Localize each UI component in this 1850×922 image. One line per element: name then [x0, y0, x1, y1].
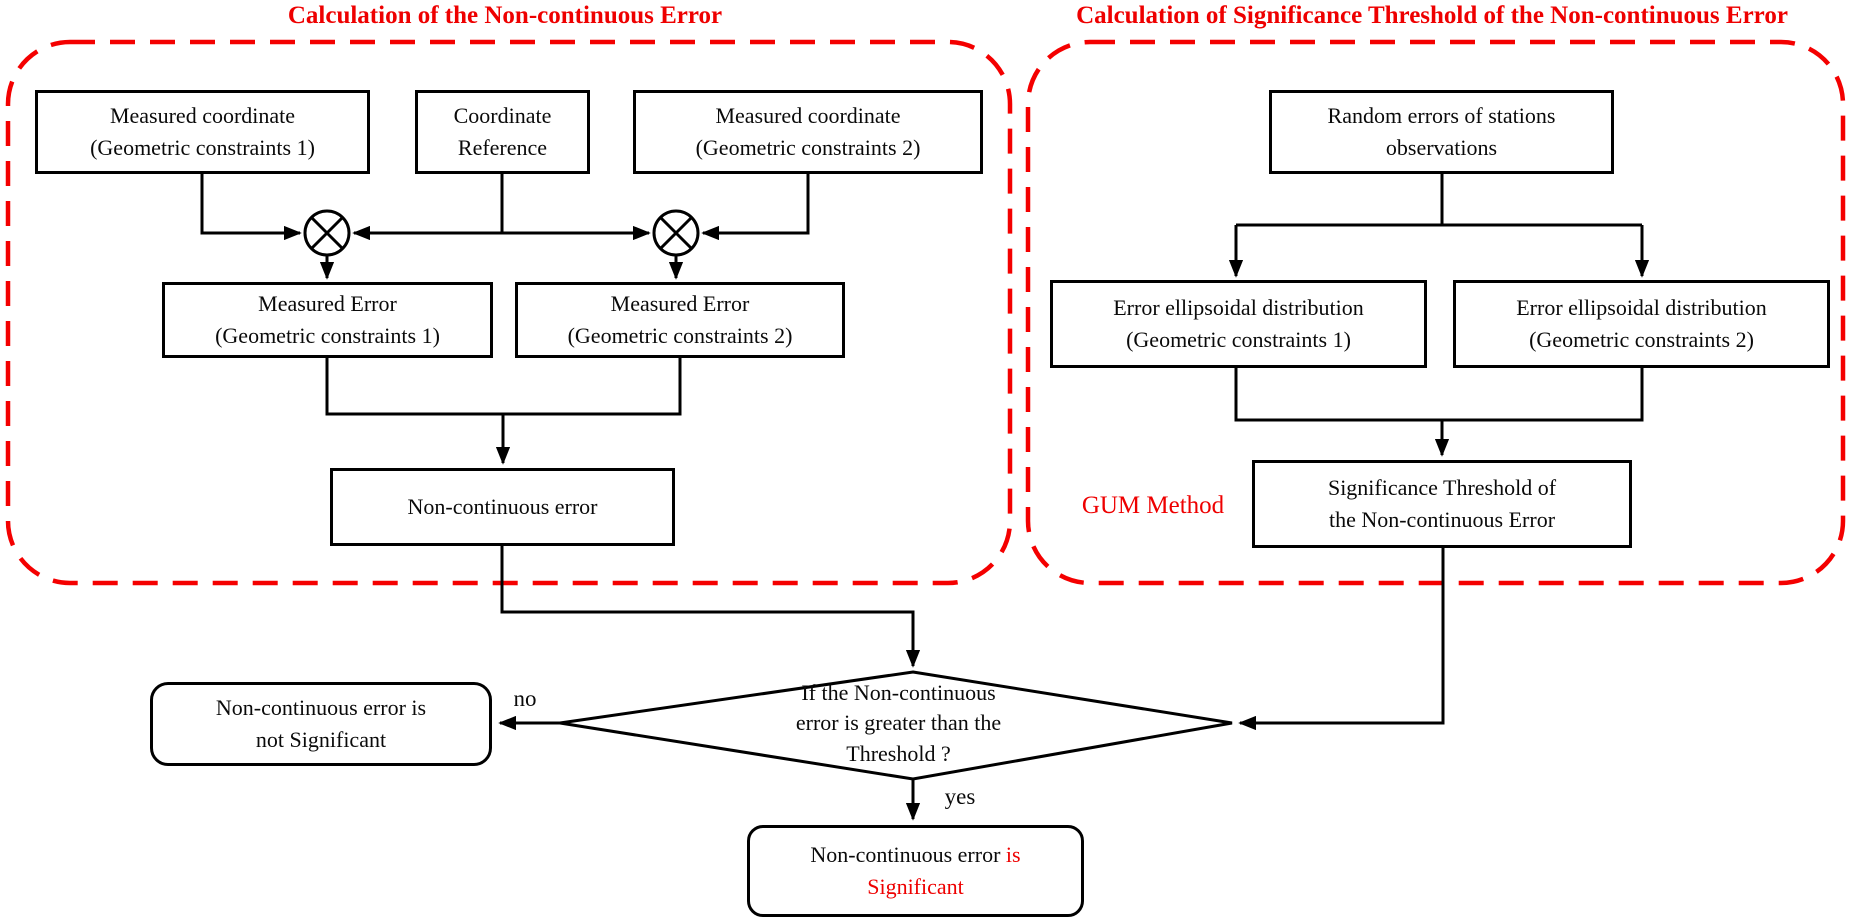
node-random-errors: Random errors of stations observations: [1269, 90, 1614, 174]
node-significant-result: Non-continuous error is Significant: [747, 825, 1084, 917]
node-measured-coordinate-1: Measured coordinate (Geometric constrain…: [35, 90, 370, 174]
node-label: Measured Error (Geometric constraints 2): [567, 291, 793, 348]
left-section-title: Calculation of the Non-continuous Error: [287, 2, 723, 29]
left-group-border: [5, 39, 1013, 586]
node-measured-error-1: Measured Error (Geometric constraints 1): [162, 282, 493, 358]
no-branch-label: no: [513, 686, 537, 711]
node-label: Measured Error (Geometric constraints 1): [215, 291, 440, 348]
node-label: Measured coordinate (Geometric constrain…: [90, 103, 315, 160]
node-label: Measured coordinate (Geometric constrain…: [695, 103, 921, 160]
node-measured-error-2: Measured Error (Geometric constraints 2): [515, 282, 845, 358]
right-section-title: Calculation of Significance Threshold of…: [1076, 2, 1788, 29]
significant-text-is: is: [1005, 842, 1021, 868]
wire-threshold-to-decision: [1238, 548, 1445, 731]
node-non-continuous-error: Non-continuous error: [330, 468, 675, 546]
decision-question: If the Non-continuous error is greater t…: [795, 680, 1002, 766]
node-label: Non-continuous error is not Significant: [215, 695, 427, 752]
node-coordinate-reference: Coordinate Reference: [415, 90, 590, 174]
node-not-significant-result: Non-continuous error is not Significant: [150, 682, 492, 766]
wire-ellipsoids-merge: [1234, 368, 1644, 422]
node-significance-threshold: Significance Threshold of the Non-contin…: [1252, 460, 1632, 548]
wire-noncontinuous-to-decision: [500, 546, 921, 668]
wire-coord2-to-multiplier2: [701, 174, 810, 241]
right-group-border: [1025, 39, 1846, 586]
significant-text-black: Non-continuous error: [810, 842, 1006, 868]
node-ellipsoid-distribution-2: Error ellipsoidal distribution (Geometri…: [1453, 280, 1830, 368]
node-label: Non-continuous error: [407, 494, 598, 520]
node-label: Significance Threshold of the Non-contin…: [1327, 475, 1557, 532]
node-label: Error ellipsoidal distribution (Geometri…: [1113, 295, 1364, 352]
multiply-circle-icon: [652, 209, 700, 257]
wire-errors-merge: [325, 358, 682, 416]
multiply-circle-icon: [303, 209, 351, 257]
node-measured-coordinate-2: Measured coordinate (Geometric constrain…: [633, 90, 983, 174]
yes-branch-label: yes: [944, 784, 976, 809]
node-ellipsoid-distribution-1: Error ellipsoidal distribution (Geometri…: [1050, 280, 1427, 368]
significant-text-line2: Significant: [867, 874, 964, 899]
node-label: Random errors of stations observations: [1327, 103, 1556, 160]
wire-coord1-to-multiplier1: [200, 174, 302, 241]
node-label: Non-continuous error is Significant: [810, 839, 1020, 903]
gum-method-label: GUM Method: [1081, 492, 1225, 519]
node-label: Coordinate Reference: [453, 103, 552, 160]
node-label: Error ellipsoidal distribution (Geometri…: [1516, 295, 1767, 352]
wire-random-split: [1236, 172, 1642, 227]
